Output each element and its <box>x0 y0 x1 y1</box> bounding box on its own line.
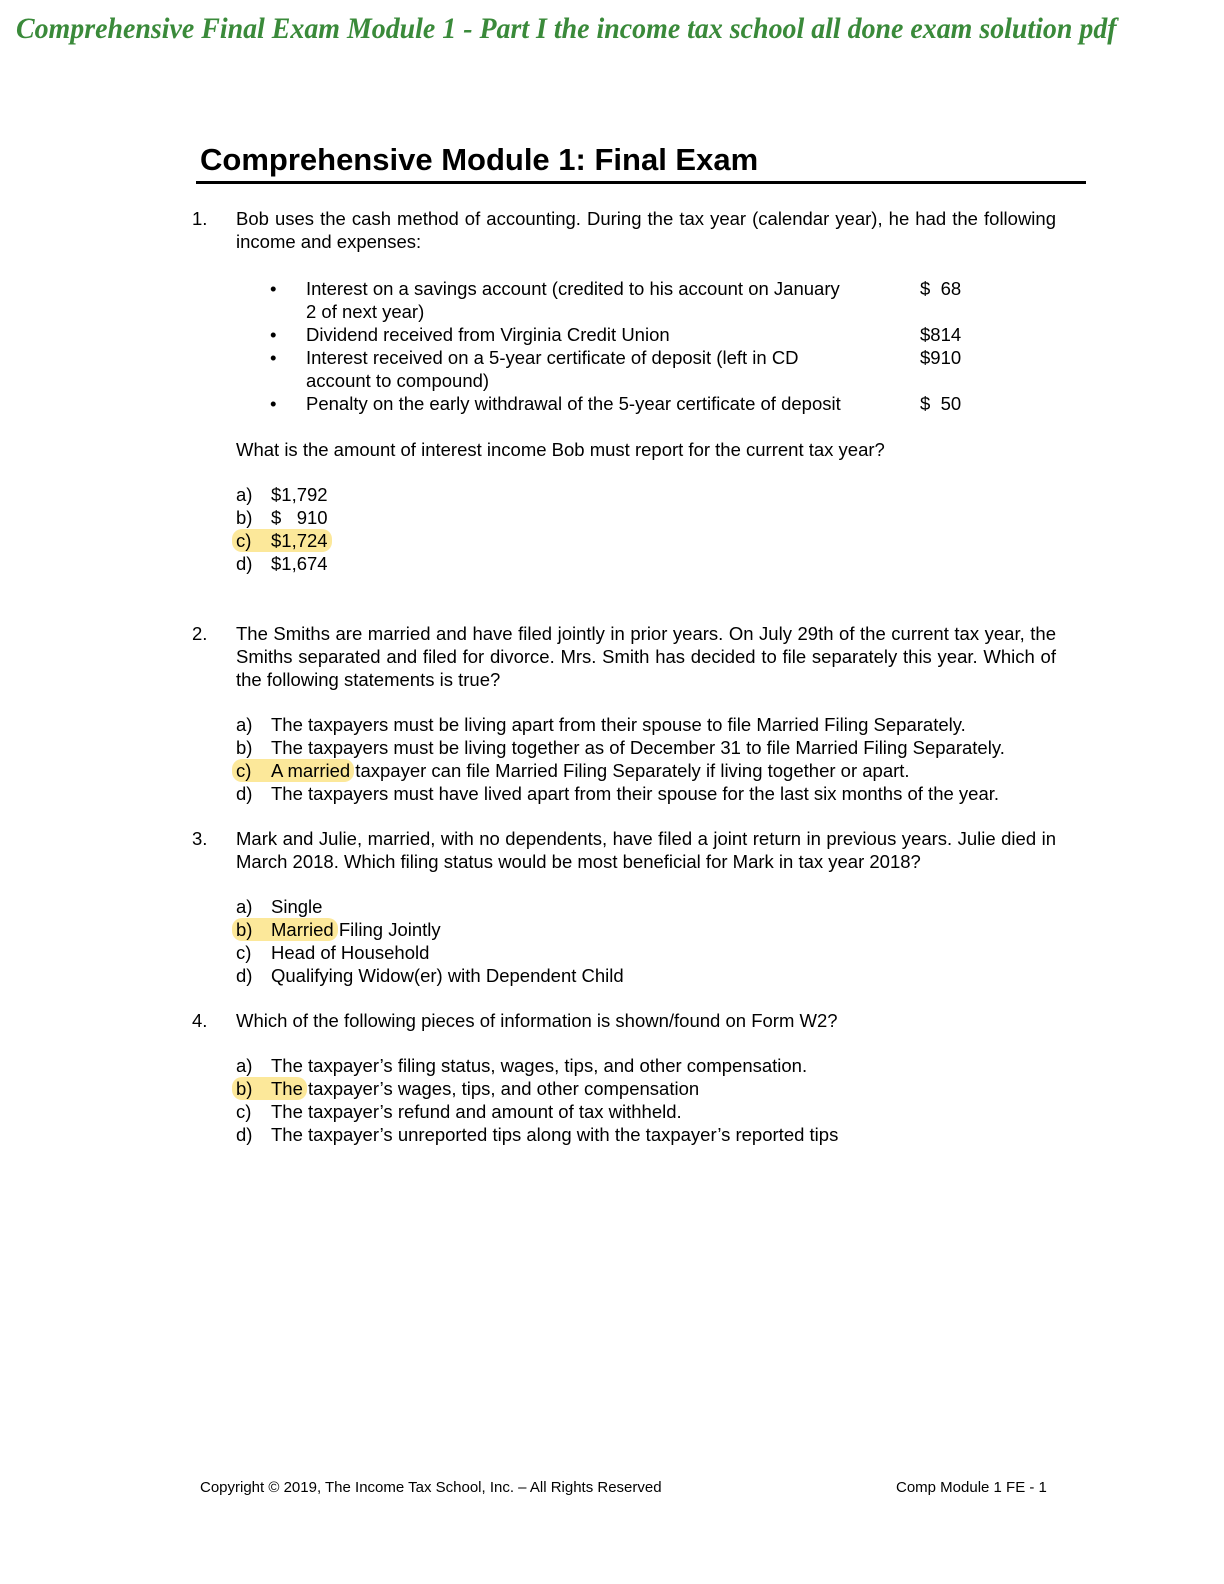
answer-options: a) $1,792 b) $ 910 c) $1,724 d) $1,674 <box>232 483 1056 575</box>
item-amount: $910 <box>920 347 962 368</box>
answer-option: a) The taxpayer’s filing status, wages, t… <box>236 1054 1056 1077</box>
answer-options: a) The taxpayer’s filing status, wages, t… <box>232 1054 1056 1146</box>
question-number: 4. <box>192 1010 208 1031</box>
option-text: Head of Household <box>271 942 430 963</box>
answer-option: d) The taxpayer’s unreported tips along w… <box>236 1123 1056 1146</box>
answer-option: d) $1,674 <box>236 552 1056 575</box>
item-text: Dividend received from Virginia Credit U… <box>306 324 670 345</box>
income-expense-list: • Interest on a savings account (credited… <box>262 277 1056 415</box>
item-amount: $ 68 <box>920 278 962 299</box>
bullet-icon: • <box>270 393 277 414</box>
option-letter: a) <box>236 1055 253 1076</box>
item-text: Penalty on the early withdrawal of the 5… <box>306 393 841 414</box>
question-2: 2. The Smiths are married and have filed… <box>192 622 1056 805</box>
option-text: Qualifying Widow(er) with Dependent Chil… <box>271 965 624 986</box>
highlight: b) Married <box>232 918 338 941</box>
item-text: Interest received on a 5-year certificat… <box>306 347 799 391</box>
option-letter: d) <box>236 965 253 986</box>
option-letter: c) <box>236 1101 252 1122</box>
answer-option: d) Qualifying Widow(er) with Dependent Ch… <box>236 964 1056 987</box>
list-item: • Interest received on a 5-year certifica… <box>262 346 961 392</box>
option-text: $1,792 <box>271 484 328 505</box>
option-letter: b) <box>236 1078 253 1099</box>
highlight: c) A married <box>232 759 355 782</box>
option-text: The taxpayers must have lived apart from… <box>271 783 1000 804</box>
option-text: The taxpayers must be living together as… <box>271 737 1005 758</box>
option-text: Single <box>271 896 323 917</box>
option-text: Filing Jointly <box>333 919 441 940</box>
option-highlighted-text: Married <box>271 919 334 940</box>
list-item: • Penalty on the early withdrawal of the … <box>262 392 961 415</box>
option-highlighted-text: A married <box>271 760 351 781</box>
option-letter: b) <box>236 919 253 940</box>
option-text: taxpayer’s wages, tips, and other compen… <box>302 1078 700 1099</box>
option-letter: a) <box>236 484 253 505</box>
option-letter: d) <box>236 1124 253 1145</box>
answer-option: b) The taxpayers must be living together … <box>236 736 1056 759</box>
answer-options: a) The taxpayers must be living apart fro… <box>232 713 1056 805</box>
footer-copyright: Copyright © 2019, The Income Tax School,… <box>200 1479 662 1496</box>
page-title: Comprehensive Module 1: Final Exam <box>200 142 759 177</box>
answer-option: d) The taxpayers must have lived apart fr… <box>236 782 1056 805</box>
title-divider <box>196 181 1086 184</box>
option-highlighted-text: The <box>271 1078 303 1099</box>
answer-option-highlighted: c) A married taxpayer can file Married Fi… <box>232 759 1056 782</box>
option-text: $1,674 <box>271 553 328 574</box>
question-number: 1. <box>192 208 208 229</box>
footer-page-label: Comp Module 1 FE - 1 <box>896 1479 1047 1496</box>
option-letter: d) <box>236 783 253 804</box>
option-letter: b) <box>236 737 253 758</box>
question-stem: Which of the following pieces of informa… <box>236 1010 838 1031</box>
answer-option: a) $1,792 <box>236 483 1056 506</box>
option-text: The taxpayers must be living apart from … <box>271 714 966 735</box>
option-letter: b) <box>236 507 253 528</box>
question-4: 4. Which of the following pieces of info… <box>192 1009 1056 1146</box>
question-number: 3. <box>192 828 208 849</box>
answer-option: c) Head of Household <box>236 941 1056 964</box>
question-prompt: What is the amount of interest income Bo… <box>236 439 885 460</box>
answer-option: c) The taxpayer’s refund and amount of ta… <box>236 1100 1056 1123</box>
question-stem: Bob uses the cash method of accounting. … <box>236 208 1056 252</box>
answer-options: a) Single b) Married Filing Jointly c) Head… <box>232 895 1056 987</box>
option-text: The taxpayer’s unreported tips along wit… <box>271 1124 839 1145</box>
option-letter: c) <box>236 530 252 551</box>
answer-option: a) The taxpayers must be living apart fro… <box>236 713 1056 736</box>
option-text: The taxpayer’s filing status, wages, tip… <box>271 1055 808 1076</box>
question-stem: The Smiths are married and have filed jo… <box>236 623 1056 690</box>
question-1: 1. Bob uses the cash method of accountin… <box>192 207 1056 575</box>
list-item: • Dividend received from Virginia Credit … <box>262 323 961 346</box>
document-banner-title: Comprehensive Final Exam Module 1 - Part… <box>16 12 1117 45</box>
question-number: 2. <box>192 623 208 644</box>
answer-option: a) Single <box>236 895 1056 918</box>
bullet-icon: • <box>270 324 277 345</box>
question-stem: Mark and Julie, married, with no depende… <box>236 828 1056 872</box>
option-text: taxpayer can file Married Filing Separat… <box>350 760 910 781</box>
list-item: • Interest on a savings account (credited… <box>262 277 961 323</box>
option-letter: c) <box>236 760 252 781</box>
item-amount: $814 <box>920 324 962 345</box>
option-letter: a) <box>236 896 253 917</box>
option-text: $ 910 <box>271 507 328 528</box>
bullet-icon: • <box>270 347 277 368</box>
item-amount: $ 50 <box>920 393 962 414</box>
highlight: c) $1,724 <box>232 529 332 552</box>
option-letter: d) <box>236 553 253 574</box>
option-text: The taxpayer’s refund and amount of tax … <box>271 1101 682 1122</box>
bullet-icon: • <box>270 278 277 299</box>
answer-option-highlighted: b) The taxpayer’s wages, tips, and other … <box>232 1077 1056 1100</box>
question-3: 3. Mark and Julie, married, with no depe… <box>192 827 1056 987</box>
answer-option-highlighted: c) $1,724 <box>232 529 1056 552</box>
option-text: $1,724 <box>271 530 328 551</box>
option-letter: c) <box>236 942 252 963</box>
option-letter: a) <box>236 714 253 735</box>
item-text: Interest on a savings account (credited … <box>306 278 840 322</box>
answer-option-highlighted: b) Married Filing Jointly <box>232 918 1056 941</box>
highlight: b) The <box>232 1077 307 1100</box>
answer-option: b) $ 910 <box>236 506 1056 529</box>
